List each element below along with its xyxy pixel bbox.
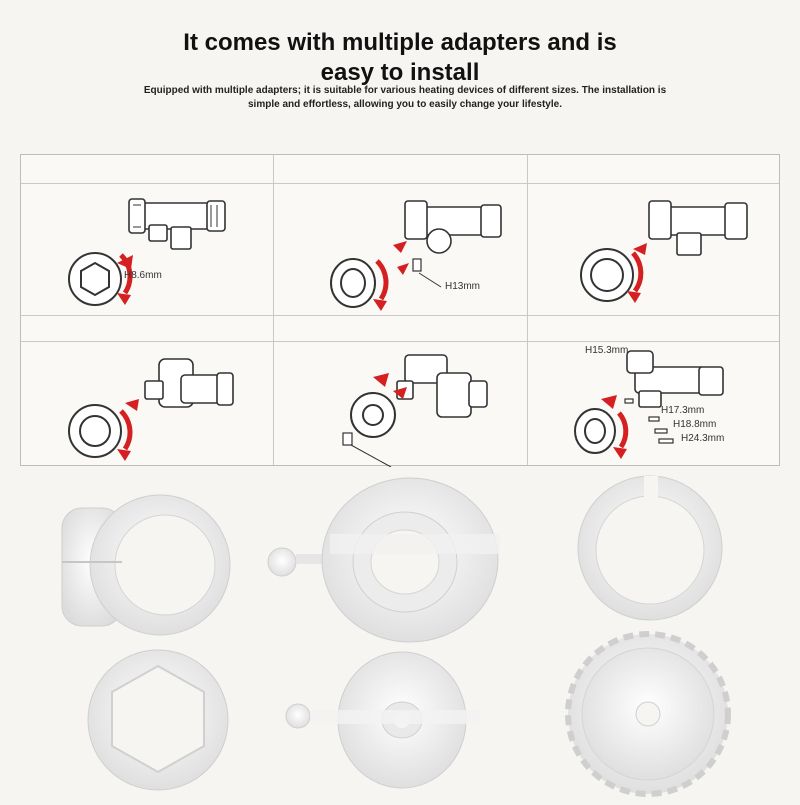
dimension-label-h18-8: H18.8mm xyxy=(673,419,717,430)
dimension-label-h8-6: H8.6mm xyxy=(124,270,162,281)
adapter-ring-clip-left xyxy=(61,494,231,636)
valve-adapter-diagram-6 xyxy=(574,350,724,459)
valve-adapter-diagram-1 xyxy=(68,198,226,306)
dimension-label-h24-3: H24.3mm xyxy=(681,433,725,444)
valve-adapter-diagram-4 xyxy=(68,358,234,461)
page-subtitle: Equipped with multiple adapters; it is s… xyxy=(100,84,710,112)
grid-divider xyxy=(21,341,779,342)
grid-divider xyxy=(21,315,779,316)
adapter-ring-slotted xyxy=(577,475,723,621)
subtitle-line-1: Equipped with multiple adapters; it is s… xyxy=(143,85,667,96)
page-title: It comes with multiple adapters and is e… xyxy=(0,28,800,88)
diagram-cell-2: H13mm xyxy=(273,183,527,315)
diagram-cell-1 xyxy=(21,183,273,315)
grid-divider xyxy=(527,155,528,465)
dimension-label-h13: H13mm xyxy=(445,281,481,292)
diagram-cell-5: H8.6mm xyxy=(124,270,527,467)
dimension-label-h15-3: H15.3mm xyxy=(585,345,629,356)
adapter-gear-ring xyxy=(565,631,731,797)
valve-adapter-diagram-3 xyxy=(580,200,748,303)
adapter-ring-hex xyxy=(87,649,229,791)
valve-adapter-diagram-5 xyxy=(342,354,488,467)
diagram-cell-6: H15.3mm H17.3mm H18.8mm H24.3mm xyxy=(527,341,781,467)
adapter-rings-illustration xyxy=(61,475,731,797)
title-line-1: It comes with multiple adapters and is xyxy=(183,29,617,56)
grid-divider xyxy=(21,183,779,184)
diagram-cell-4 xyxy=(21,341,273,467)
diagram-cell-3 xyxy=(527,183,781,315)
grid-divider xyxy=(273,155,274,465)
adapter-disc-clip xyxy=(285,651,480,789)
adapter-product-photos xyxy=(0,470,800,800)
title-line-2: easy to install xyxy=(320,59,480,86)
adapter-ring-clip-middle xyxy=(267,477,500,643)
subtitle-line-2: simple and effortless, allowing you to e… xyxy=(248,99,562,110)
installation-diagram-grid: H13mm xyxy=(20,154,781,467)
dimension-label-h17-3: H17.3mm xyxy=(661,405,705,416)
valve-adapter-diagram-2 xyxy=(330,200,502,311)
